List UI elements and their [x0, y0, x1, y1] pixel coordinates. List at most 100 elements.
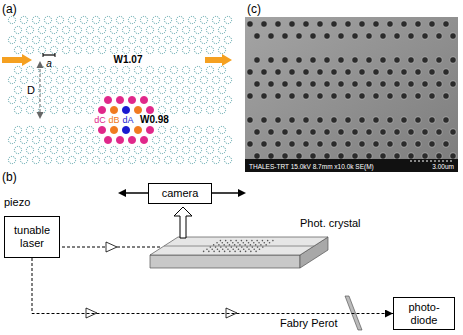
lattice-hole — [182, 46, 189, 53]
lattice-hole — [128, 156, 135, 163]
lattice-hole — [212, 16, 219, 23]
lattice-hole — [116, 16, 123, 23]
lattice-hole — [158, 106, 165, 113]
cavity-hole — [110, 126, 117, 133]
lattice-hole — [26, 106, 33, 113]
crystal-pattern — [243, 248, 245, 250]
sem-hole — [247, 21, 254, 28]
lattice-hole — [146, 86, 153, 93]
lattice-hole — [194, 46, 201, 53]
sem-hole — [359, 141, 366, 148]
sem-hole — [394, 33, 401, 40]
lattice-hole — [50, 146, 57, 153]
lattice-hole — [188, 156, 195, 163]
sem-hole — [387, 69, 394, 76]
lattice-hole — [98, 46, 105, 53]
cavity-hole — [134, 106, 141, 113]
cavity-hole — [128, 96, 135, 103]
sem-hole — [331, 69, 338, 76]
lattice-hole — [134, 146, 141, 153]
sem-hole — [443, 69, 450, 76]
lattice-hole — [68, 156, 75, 163]
crystal-pattern — [262, 246, 264, 248]
sem-hole — [303, 117, 310, 124]
sem-hole — [429, 93, 436, 100]
crystal-pattern — [210, 246, 212, 248]
lattice-hole — [218, 66, 225, 73]
lattice-hole — [14, 86, 21, 93]
sem-hole — [289, 93, 296, 100]
lattice-hole — [86, 46, 93, 53]
sem-hole — [310, 129, 317, 136]
crystal-pattern — [216, 242, 218, 244]
lattice-hole — [170, 126, 177, 133]
lattice-hole — [206, 86, 213, 93]
lattice-hole — [80, 16, 87, 23]
lattice-hole — [176, 156, 183, 163]
crystal-pattern — [244, 244, 246, 246]
sem-hole — [331, 117, 338, 124]
lattice-hole — [26, 26, 33, 33]
crystal-pattern — [256, 240, 258, 242]
lattice-hole — [110, 26, 117, 33]
lattice-hole — [56, 136, 63, 143]
crystal-pattern — [252, 246, 254, 248]
camera-box: camera — [148, 183, 212, 204]
sem-hole — [380, 129, 387, 136]
sem-hole — [415, 93, 422, 100]
sem-hole — [310, 81, 317, 88]
lattice-hole — [194, 86, 201, 93]
lattice-hole — [44, 156, 51, 163]
sem-hole — [268, 33, 275, 40]
lattice-hole — [74, 66, 81, 73]
lattice-hole — [164, 156, 171, 163]
box-text: tunable laser — [8, 224, 56, 249]
lattice-hole — [80, 96, 87, 103]
panel-label: (a) — [2, 3, 17, 15]
lattice-hole — [164, 136, 171, 143]
lattice-hole — [68, 16, 75, 23]
lattice-hole — [62, 66, 69, 73]
sem-hole — [324, 33, 331, 40]
sem-hole — [324, 57, 331, 64]
lattice-hole — [146, 66, 153, 73]
cavity-hole — [98, 126, 105, 133]
lattice-hole — [38, 46, 45, 53]
distance-label: D — [26, 84, 36, 97]
sem-hole — [450, 81, 457, 88]
lattice-hole — [44, 76, 51, 83]
lattice-hole — [32, 16, 39, 23]
sem-hole — [275, 117, 282, 124]
sem-hole — [422, 129, 429, 136]
lattice-hole — [200, 96, 207, 103]
lattice-hole — [74, 126, 81, 133]
lattice-hole — [50, 86, 57, 93]
lattice-hole — [128, 36, 135, 43]
lattice-hole — [158, 46, 165, 53]
sem-hole — [408, 81, 415, 88]
lattice-hole — [50, 26, 57, 33]
lattice-hole — [80, 76, 87, 83]
lattice-hole — [92, 36, 99, 43]
sem-hole — [394, 57, 401, 64]
sem-hole — [450, 129, 457, 136]
lattice-hole — [224, 16, 231, 23]
sem-hole — [268, 153, 275, 160]
lattice-hole — [188, 96, 195, 103]
lattice-hole — [218, 86, 225, 93]
lattice-hole — [152, 36, 159, 43]
panel-label: (b) — [2, 171, 17, 183]
lattice-hole — [188, 16, 195, 23]
crystal-pattern — [267, 240, 269, 242]
cavity-hole — [122, 126, 129, 133]
sem-hole — [324, 81, 331, 88]
lattice-hole — [86, 86, 93, 93]
lattice-hole — [122, 46, 129, 53]
sem-hole — [359, 93, 366, 100]
sem-hole — [338, 153, 345, 160]
hole-diameter: dB — [108, 116, 119, 125]
crystal-pattern — [234, 251, 236, 253]
sem-hole — [373, 21, 380, 28]
sem-hole — [352, 57, 359, 64]
